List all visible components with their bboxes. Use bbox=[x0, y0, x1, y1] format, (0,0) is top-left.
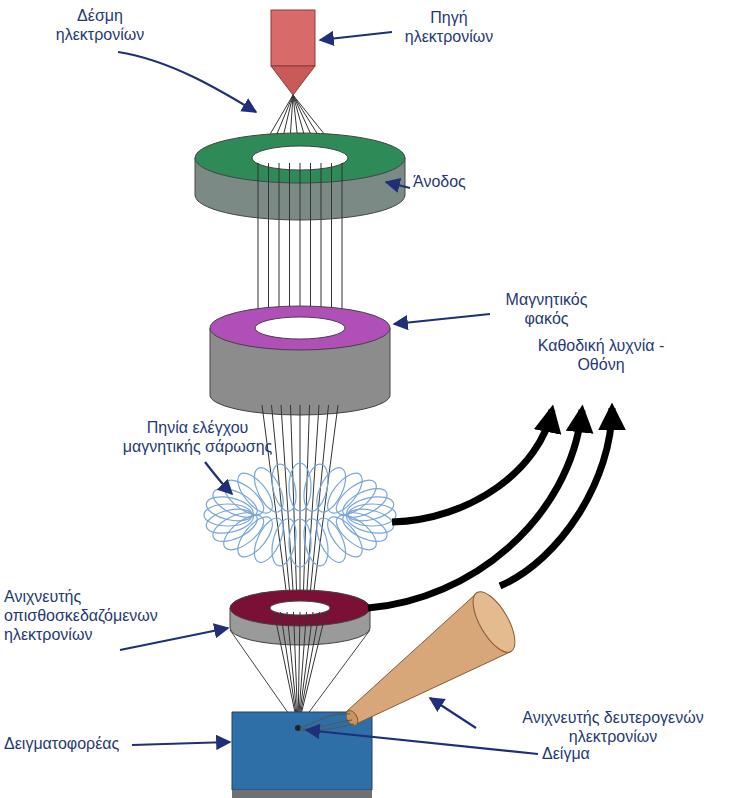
scan-coils bbox=[204, 462, 396, 568]
coil-label: Πηνία ελέγχου μαγνητικής σάρωσης bbox=[110, 418, 285, 456]
beam-ray bbox=[258, 163, 259, 332]
coil-winding bbox=[289, 463, 311, 511]
coil-winding bbox=[300, 516, 332, 568]
magnetic-lens bbox=[210, 306, 390, 415]
electron-beam bbox=[262, 405, 338, 590]
leader-arrow bbox=[118, 32, 538, 754]
beam-ray bbox=[342, 163, 343, 332]
coil-winding bbox=[209, 483, 262, 524]
beam-ray bbox=[300, 405, 301, 590]
backscatter-label: Ανιχνευτής οπισθοσκεδαζόμενων ηλεκτρονίω… bbox=[4, 587, 144, 644]
secondary-detector bbox=[300, 586, 523, 731]
electron-source bbox=[271, 10, 315, 95]
anode-label: Άνοδος bbox=[413, 172, 503, 191]
coil-winding bbox=[289, 519, 311, 567]
signal-arrow bbox=[368, 408, 612, 608]
coil-winding bbox=[339, 483, 392, 524]
coil-winding bbox=[268, 462, 300, 514]
secondary-label: Ανιχνευτής δευτερογενών ηλεκτρονίων bbox=[482, 708, 744, 746]
beam-ray bbox=[331, 163, 332, 332]
beam-label: Δέσμη ηλεκτρονίων bbox=[45, 6, 155, 44]
beam-ray bbox=[294, 612, 299, 727]
coil-winding bbox=[344, 493, 396, 525]
lens-label: Μαγνητικός φακός bbox=[494, 290, 599, 328]
coil-winding bbox=[331, 509, 382, 556]
sample-holder bbox=[232, 712, 372, 798]
coil-winding bbox=[204, 504, 252, 526]
source-label: Πηγή ηλεκτρονίων bbox=[394, 8, 504, 46]
sample-label: Δείγμα bbox=[542, 744, 632, 763]
beam-ray bbox=[298, 612, 326, 727]
crt-label: Καθοδική λυχνία - Οθόνη bbox=[526, 336, 676, 374]
coil-winding bbox=[218, 474, 269, 521]
beam-ray bbox=[281, 612, 299, 727]
beam-ray bbox=[287, 612, 298, 727]
beam-ray bbox=[298, 612, 320, 727]
beam-ray bbox=[268, 163, 269, 332]
coil-winding bbox=[348, 504, 396, 526]
holder-label: Δειγματοφορέας bbox=[4, 734, 134, 753]
